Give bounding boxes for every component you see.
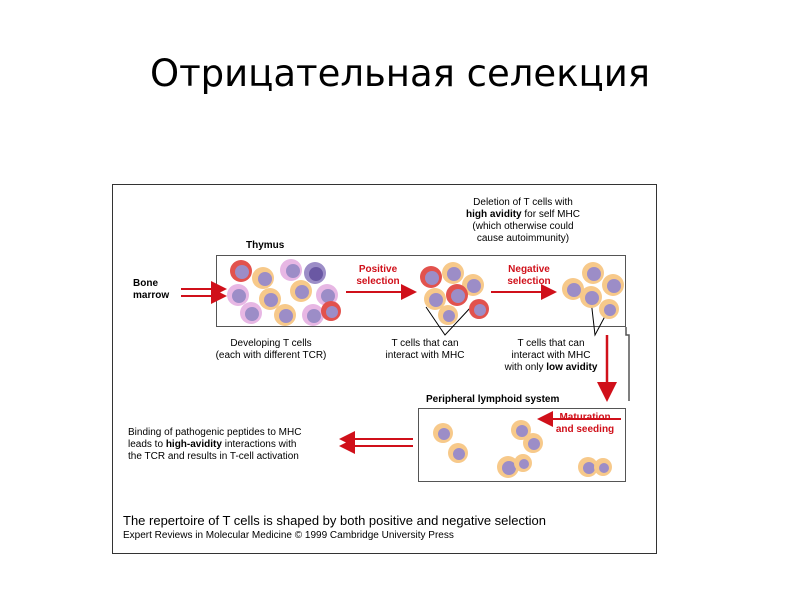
negative-selection-line2: selection [507,276,551,287]
activation-arrow [339,431,413,454]
negative-selected-cells [562,262,624,319]
connector-line [625,327,630,401]
positive-selected-cells [420,262,489,325]
maturation-line1: Maturation [559,412,611,423]
binding-note-line2: leads to high-avidity interactions with [128,439,301,451]
bone-marrow-label: Bone marrow [133,278,169,302]
low-avidity-line2: interact with MHC [511,350,591,361]
low-avidity-line3: with only low avidity [501,362,601,374]
figure-caption: The repertoire of T cells is shaped by b… [123,513,546,528]
developing-cells [227,259,341,326]
negative-selection-label: Negative selection [494,264,564,288]
interact-mhc-line2: interact with MHC [385,350,465,361]
deletion-note: Deletion of T cells with high avidity fo… [448,197,598,245]
peripheral-cells [433,420,612,478]
maturation-line2: and seeding [555,424,615,435]
thymus-label: Thymus [246,240,285,251]
peripheral-label: Peripheral lymphoid system [426,394,560,405]
deletion-note-line2: high avidity for self MHC [448,209,598,221]
developing-line2: (each with different TCR) [215,350,327,361]
developing-line1: Developing T cells [230,338,312,349]
negative-selection-line1: Negative [508,264,550,275]
binding-note-line3: the TCR and results in T-cell activation [128,451,299,462]
peripheral-box [418,408,626,482]
deletion-note-bold: high avidity [466,209,522,220]
bone-marrow-line2: marrow [133,290,170,301]
figure-credit: Expert Reviews in Molecular Medicine © 1… [123,530,454,541]
binding-note-pre: leads to [128,439,166,450]
positive-selection-label: Positive selection [343,264,413,288]
positive-selection-line1: Positive [358,264,398,275]
binding-note-line1: Binding of pathogenic peptides to MHC [128,427,302,438]
binding-note-post: interactions with [221,439,297,450]
binding-note-bold: high-avidity [165,439,222,450]
binding-note: Binding of pathogenic peptides to MHC le… [128,427,301,463]
low-avidity-label: T cells that can interact with MHC with … [501,338,601,374]
bone-marrow-line1: Bone [133,278,158,289]
low-avidity-pre: with only [504,362,547,373]
interact-mhc-label: T cells that can interact with MHC [375,338,475,362]
deletion-note-line3: (which otherwise could [472,221,574,232]
figure-panel: Deletion of T cells with high avidity fo… [112,184,657,554]
deletion-note-line1: Deletion of T cells with [473,197,573,208]
deletion-note-line4: cause autoimmunity) [476,233,570,244]
positive-selection-line2: selection [356,276,400,287]
low-avidity-line1: T cells that can [517,338,585,349]
deletion-note-post: for self MHC [521,209,580,220]
low-avidity-bold: low avidity [546,362,598,373]
bone-marrow-arrow [181,281,227,304]
diagram-graphics [181,259,630,478]
interact-mhc-line1: T cells that can [391,338,459,349]
developing-label: Developing T cells (each with different … [201,338,341,362]
maturation-label: Maturation and seeding [549,412,621,436]
slide-title: Отрицательная селекция [149,52,651,95]
